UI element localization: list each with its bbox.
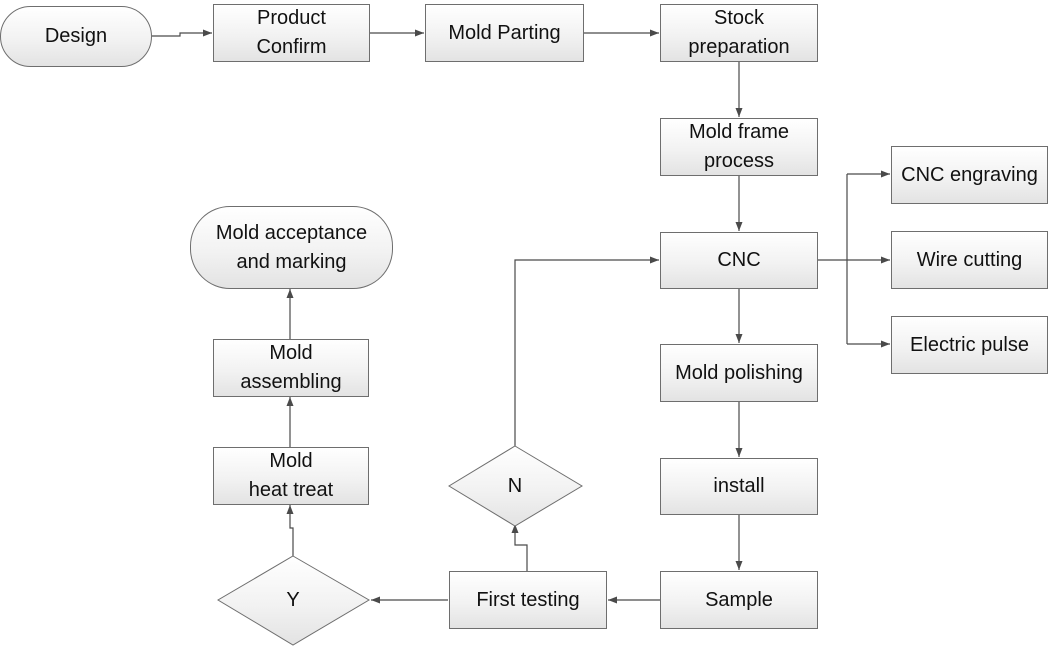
node-design: Design — [0, 6, 152, 67]
decision-n-label: N — [507, 474, 523, 497]
node-install: install — [660, 458, 818, 515]
node-cnc-engraving: CNC engraving — [891, 146, 1048, 204]
node-cnc: CNC — [660, 232, 818, 289]
connector-y-to-heat-treat — [286, 505, 294, 556]
node-first-testing: First testing — [449, 571, 607, 629]
node-mold-polishing: Mold polishing — [660, 344, 818, 402]
connector-n-to-cnc — [514, 256, 659, 446]
connector-design-to-product-confirm — [152, 29, 212, 37]
decision-y-diamond — [217, 555, 370, 646]
node-mold-parting: Mold Parting — [425, 4, 584, 62]
node-mold-heat-treat: Mold heat treat — [213, 447, 369, 505]
node-sample: Sample — [660, 571, 818, 629]
connector-cnc-branch-trunk — [818, 174, 848, 344]
decision-y-label: Y — [286, 588, 300, 611]
node-product-confirm: Product Confirm — [213, 4, 370, 62]
node-mold-assembling: Mold assembling — [213, 339, 369, 397]
decision-n-diamond — [448, 445, 583, 527]
node-mold-frame-process: Mold frame process — [660, 118, 818, 176]
node-wire-cutting: Wire cutting — [891, 231, 1048, 289]
connector-first-testing-to-n — [511, 524, 528, 571]
node-mold-acceptance: Mold acceptance and marking — [190, 206, 393, 289]
node-electric-pulse: Electric pulse — [891, 316, 1048, 374]
node-stock-preparation: Stock preparation — [660, 4, 818, 62]
